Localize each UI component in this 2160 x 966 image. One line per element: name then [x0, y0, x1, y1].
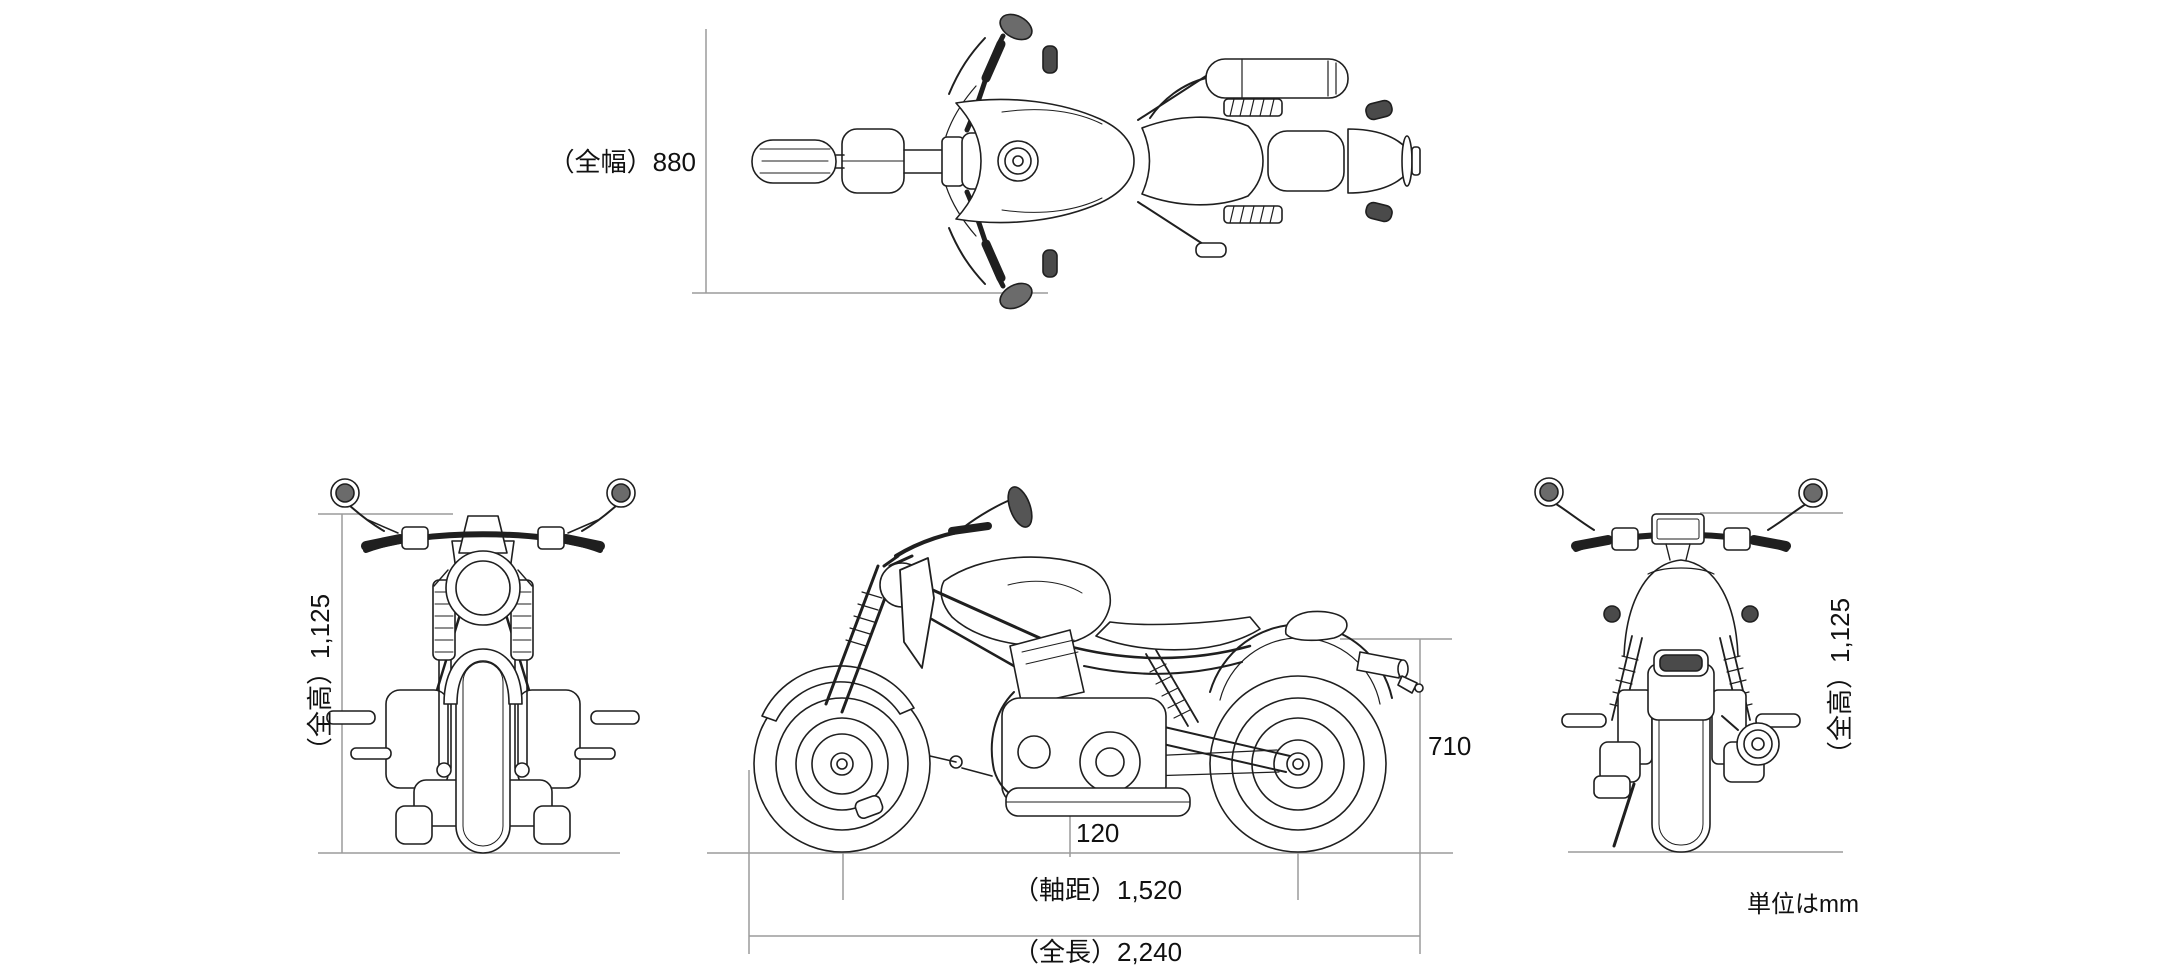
shock-top	[1223, 98, 1283, 117]
front-tire	[455, 654, 511, 854]
mirror-top	[999, 13, 1033, 41]
brake-lever	[948, 37, 986, 95]
front-fender	[761, 665, 915, 722]
rear-signal	[1603, 605, 1621, 623]
headlight	[445, 550, 521, 626]
taillight	[1356, 651, 1403, 679]
wheelbase-label: （軸距）1,520	[1013, 875, 1183, 905]
turn-signal	[1042, 45, 1058, 74]
grip	[561, 534, 605, 551]
rear-fender-top	[1347, 128, 1407, 194]
fuel-cap	[997, 140, 1039, 182]
turn-signal	[1042, 249, 1058, 278]
brake-caliper	[854, 794, 884, 820]
overall-width-label: （全幅）880	[548, 147, 696, 177]
top-view-drawing	[751, 13, 1421, 310]
muffler-top	[1205, 58, 1349, 99]
license-plate	[1651, 513, 1705, 545]
exhaust-tip	[533, 805, 571, 845]
rear-sprocket	[1273, 739, 1323, 789]
grip	[361, 534, 405, 551]
rear-signal	[1741, 605, 1759, 623]
grip	[981, 239, 1006, 283]
rear-signal	[1365, 201, 1393, 223]
footpeg	[1755, 713, 1801, 728]
mirror-side	[1007, 486, 1033, 528]
pillion-seat-top	[1267, 130, 1345, 192]
seat	[1095, 616, 1261, 651]
mirror-top	[999, 282, 1033, 310]
clutch-lever	[948, 227, 986, 285]
cylinder	[1009, 629, 1085, 707]
footpeg	[326, 710, 376, 725]
grip	[1571, 535, 1613, 551]
overall-height-right-label: （全高）1,125	[1825, 597, 1855, 767]
brake-disc	[811, 733, 873, 795]
taillight-top	[1401, 135, 1413, 187]
tail-body	[1623, 559, 1739, 657]
grip	[948, 522, 992, 535]
ground-clearance-label: 120	[1076, 818, 1120, 848]
fuel-tank	[940, 556, 1112, 647]
rear-signal	[1365, 99, 1393, 121]
fuel-tank-top	[955, 98, 1135, 224]
seat-height-label: 710	[1428, 731, 1472, 761]
overall-height-left-label: （全高）1,125	[305, 593, 335, 763]
side-view-drawing	[753, 486, 1424, 853]
shock-top	[1223, 205, 1283, 224]
exhaust-tip	[395, 805, 433, 845]
seat-top	[1141, 116, 1264, 206]
overall-length-label: （全長）2,240	[1013, 937, 1183, 966]
footpeg	[1561, 713, 1607, 728]
flyscreen	[899, 557, 935, 669]
footpeg	[590, 710, 640, 725]
kickstand	[1612, 782, 1636, 848]
front-view-drawing	[326, 478, 640, 854]
front-fender	[443, 648, 523, 705]
grip	[1749, 535, 1791, 551]
pillion-pad	[1284, 610, 1348, 642]
muffler-tip	[1736, 722, 1780, 766]
footpeg-top	[1195, 242, 1227, 258]
unit-note: 単位はmm	[1747, 891, 1859, 918]
rear-view-drawing	[1534, 477, 1828, 853]
grip	[981, 39, 1006, 83]
